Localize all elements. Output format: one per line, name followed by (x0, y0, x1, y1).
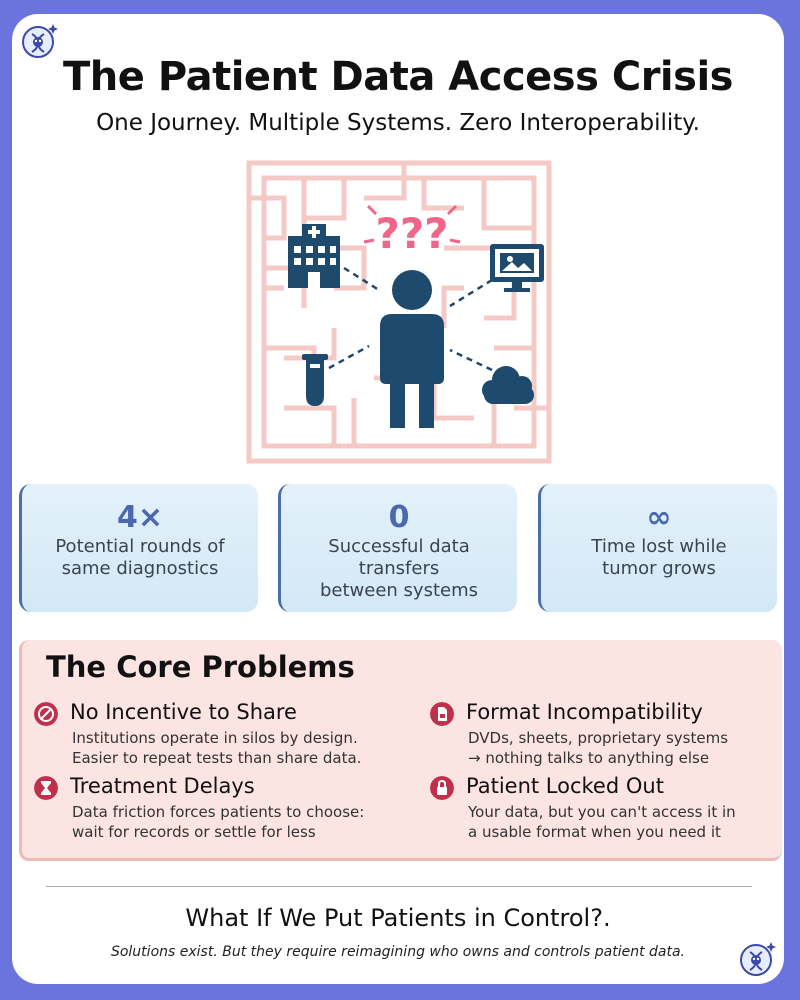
problems-heading: The Core Problems (46, 650, 355, 684)
maze-icon (246, 160, 552, 464)
burst-lines-icon (363, 204, 461, 244)
stat-value: 0 (388, 500, 410, 535)
person-icon (380, 270, 444, 428)
problem-title: No Incentive to Share (70, 700, 297, 724)
hero-illustration: ??? (246, 160, 552, 464)
stat-label: Successful data transfers between system… (319, 536, 478, 601)
problem-desc: Your data, but you can't access it in a … (468, 803, 736, 841)
problem-desc: Data friction forces patients to choose:… (72, 803, 365, 841)
problem-desc: DVDs, sheets, proprietary systems → noth… (468, 729, 729, 767)
stat-value: 4× (116, 500, 163, 535)
monitor-image-icon (490, 244, 544, 292)
stat-card-time-lost: ∞ Time lost while tumor grows (538, 484, 777, 612)
no-entry-icon (34, 702, 58, 726)
divider (46, 886, 752, 887)
cta-heading: What If We Put Patients in Control?. (185, 904, 611, 932)
stat-label: Potential rounds of same diagnostics (55, 536, 225, 579)
stat-label: Time lost while tumor grows (591, 536, 727, 579)
hospital-icon (288, 224, 340, 288)
tagline: Solutions exist. But they require reimag… (110, 944, 686, 960)
problem-title: Patient Locked Out (466, 774, 664, 798)
hourglass-icon (34, 776, 58, 800)
problem-title: Treatment Delays (70, 774, 255, 798)
stat-value: ∞ (646, 500, 672, 535)
question-marks: ??? (375, 209, 448, 258)
cloud-icon (482, 366, 534, 404)
page-title: The Patient Data Access Crisis (63, 54, 733, 100)
infographic-card: The Patient Data Access Crisis One Journ… (12, 14, 784, 984)
core-problems-panel: The Core Problems No Incentive to Share … (19, 640, 782, 861)
test-tube-icon (302, 354, 328, 406)
stat-card-transfers: 0 Successful data transfers between syst… (278, 484, 517, 612)
document-icon (430, 702, 454, 726)
page-subtitle: One Journey. Multiple Systems. Zero Inte… (96, 110, 700, 136)
logo-icon (740, 942, 776, 976)
lock-icon (430, 776, 454, 800)
problem-title: Format Incompatibility (466, 700, 703, 724)
stat-card-diagnostics: 4× Potential rounds of same diagnostics (19, 484, 258, 612)
logo-icon (22, 24, 58, 58)
problem-desc: Institutions operate in silos by design.… (72, 729, 362, 767)
